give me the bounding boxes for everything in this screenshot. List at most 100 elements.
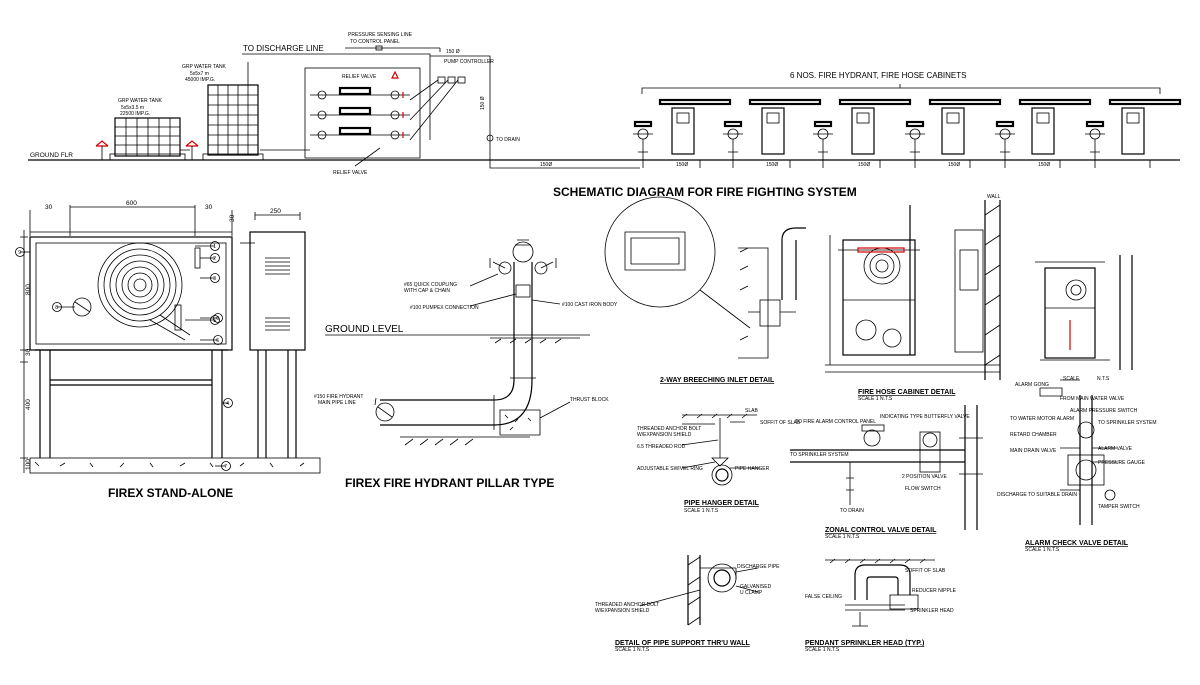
detail-note: SLAB <box>745 408 758 414</box>
zonal-caption: ZONAL CONTROL VALVE DETAIL <box>825 527 937 534</box>
detail-note: ALARM PRESSURE SWITCH <box>1070 408 1138 414</box>
pipe-150-vertical: 150 Ø <box>480 96 486 110</box>
detail-note: THREADED ANCHOR BOLT <box>637 426 701 432</box>
coupling-label-2: WITH CAP & CHAIN <box>404 288 450 294</box>
alarm-panel-drawing <box>1035 255 1133 381</box>
detail-note: TO SPRINKLER SYSTEM <box>790 452 849 458</box>
alarm-check-valve-drawing <box>1039 387 1117 525</box>
callout-number: 7 <box>224 464 227 470</box>
breeching-caption: 2-WAY BREECHING INLET DETAIL <box>660 377 775 384</box>
discharge-line-label: TO DISCHARGE LINE <box>243 44 324 53</box>
tank-large-capacity: 45000 IMP.G. <box>185 77 215 83</box>
pendant-caption: PENDANT SPRINKLER HEAD (TYP.) <box>805 640 924 647</box>
ground-level-label: GROUND LEVEL <box>325 324 404 335</box>
schematic-diagram: GROUND FLR GRP WATER TANK 5x5x3.5 m 2250… <box>28 32 1182 176</box>
callout-number: 4 <box>226 401 229 407</box>
callout-bubble <box>210 315 220 325</box>
tank-large-title: GRP WATER TANK <box>182 64 227 70</box>
branch-pipe-label: 150Ø <box>858 162 870 168</box>
pendant-sprinkler-drawing <box>825 558 935 627</box>
drain-label: TO DRAIN <box>496 137 520 143</box>
main-pipe-label-2: MAIN PIPE LINE <box>318 400 356 406</box>
callout-bubble <box>210 273 220 283</box>
detail-note: W/EXPANSION SHIELD <box>637 432 692 438</box>
detail-note: SOFFIT OF SLAB <box>760 420 801 426</box>
branch-pipe-label: 150Ø <box>766 162 778 168</box>
detail-note: FALSE CEILING <box>805 594 842 600</box>
scale-value: N.T.S <box>1097 376 1110 382</box>
detail-note: RETARD CHAMBER <box>1010 432 1057 438</box>
detail-note: REDUCER NIPPLE <box>912 588 957 594</box>
dim-30-vertical: 30 <box>25 348 32 356</box>
pipe-support-scale: SCALE 1 N.T.S <box>615 647 650 653</box>
pump-controller-label: PUMP CONTROLLER <box>444 59 494 65</box>
pumper-label: #100 PUMPEX CONNECTION <box>410 305 479 311</box>
callout-bubble <box>15 247 25 257</box>
callout-number: 3 <box>213 276 216 282</box>
dim-400: 400 <box>25 399 32 410</box>
tank-small-size: 5x5x3.5 m <box>121 105 144 111</box>
detail-note: U CLAMP <box>740 590 763 596</box>
dim-width: 600 <box>126 200 137 207</box>
zonal-control-valve-drawing <box>790 405 983 530</box>
alarm-check-scale: SCALE 1 N.T.S <box>1025 547 1060 553</box>
main-pipe-label: 150Ø <box>540 162 552 168</box>
firex-standalone-drawing: 600 30 30 800 30 400 100 30 <box>20 200 321 474</box>
thrust-block-label: THRUST BLOCK <box>570 397 609 403</box>
pressure-line-1: PRESSURE SENSING LINE <box>348 32 413 38</box>
pipe-hanger-caption: PIPE HANGER DETAIL <box>684 500 760 507</box>
fire-hose-cabinet-drawing <box>825 200 1001 380</box>
callout-number: 2 <box>213 256 216 262</box>
callout-bubble <box>52 302 62 312</box>
callout-number: 8 <box>55 305 58 311</box>
pendant-scale: SCALE 1 N.T.S <box>805 647 840 653</box>
detail-note: ALARM GONG <box>1015 382 1049 388</box>
detail-note: TO DRAIN <box>840 508 864 514</box>
callout-bubble <box>221 461 231 471</box>
alarm-check-caption: ALARM CHECK VALVE DETAIL <box>1025 540 1129 547</box>
callout-number: 6 <box>216 316 219 322</box>
dim-30-left: 30 <box>45 204 53 211</box>
callout-bubble <box>210 241 220 251</box>
tank-small-capacity: 22500 IMP.G. <box>120 111 150 117</box>
dim-height: 800 <box>25 284 32 295</box>
dim-side-depth: 250 <box>270 208 281 215</box>
detail-note: 2 POSITION VALVE <box>902 474 947 480</box>
grp-tank-small <box>109 117 186 161</box>
hydrant-cabinet-unit <box>813 98 912 168</box>
cabinets-label: 6 NOS. FIRE HYDRANT, FIRE HOSE CABINETS <box>790 71 966 80</box>
detail-note: PIPE HANGER <box>735 466 770 472</box>
tank-large-size: 5x5x7 m <box>190 71 209 77</box>
callout-number: 1 <box>213 244 216 250</box>
hydrant-title: FIREX FIRE HYDRANT PILLAR TYPE <box>345 476 554 490</box>
body-label: #100 CAST IRON BODY <box>562 302 618 308</box>
detail-note: DISCHARGE TO SUITABLE DRAIN <box>997 492 1077 498</box>
hydrant-cabinet-unit <box>905 98 1002 168</box>
wall-label: WALL <box>987 194 1001 200</box>
callout-number: 6 <box>216 338 219 344</box>
detail-note: SPRINKLER HEAD <box>910 608 954 614</box>
detail-note: MAIN DRAIN VALVE <box>1010 448 1057 454</box>
schematic-title: SCHEMATIC DIAGRAM FOR FIRE FIGHTING SYST… <box>553 185 857 199</box>
dim-30-side: 30 <box>229 214 236 222</box>
hydrant-pillar-drawing: GROUND LEVEL <box>325 239 590 446</box>
callout-bubble <box>210 253 220 263</box>
callout-bubble <box>213 313 223 323</box>
detail-note: ADJUSTABLE SWIVEL RING <box>637 466 703 472</box>
hose-reel <box>97 242 191 341</box>
hydrant-cabinet-unit <box>723 98 822 168</box>
dim-30-right: 30 <box>205 204 213 211</box>
coupling-label-1: #65 QUICK COUPLING <box>404 282 457 288</box>
main-pipe-label-1: #150 FIRE HYDRANT <box>314 394 363 400</box>
hydrant-cabinet-unit <box>633 98 732 168</box>
pipe-hanger-drawing <box>681 413 760 486</box>
detail-note: W/EXPANSION SHIELD <box>595 608 650 614</box>
detail-note: FLOW SWITCH <box>905 486 941 492</box>
pipe-150-label: 150 Ø <box>446 49 460 55</box>
ground-floor-label: GROUND FLR <box>30 152 73 159</box>
detail-note: TO WATER MOTOR ALARM <box>1010 416 1074 422</box>
